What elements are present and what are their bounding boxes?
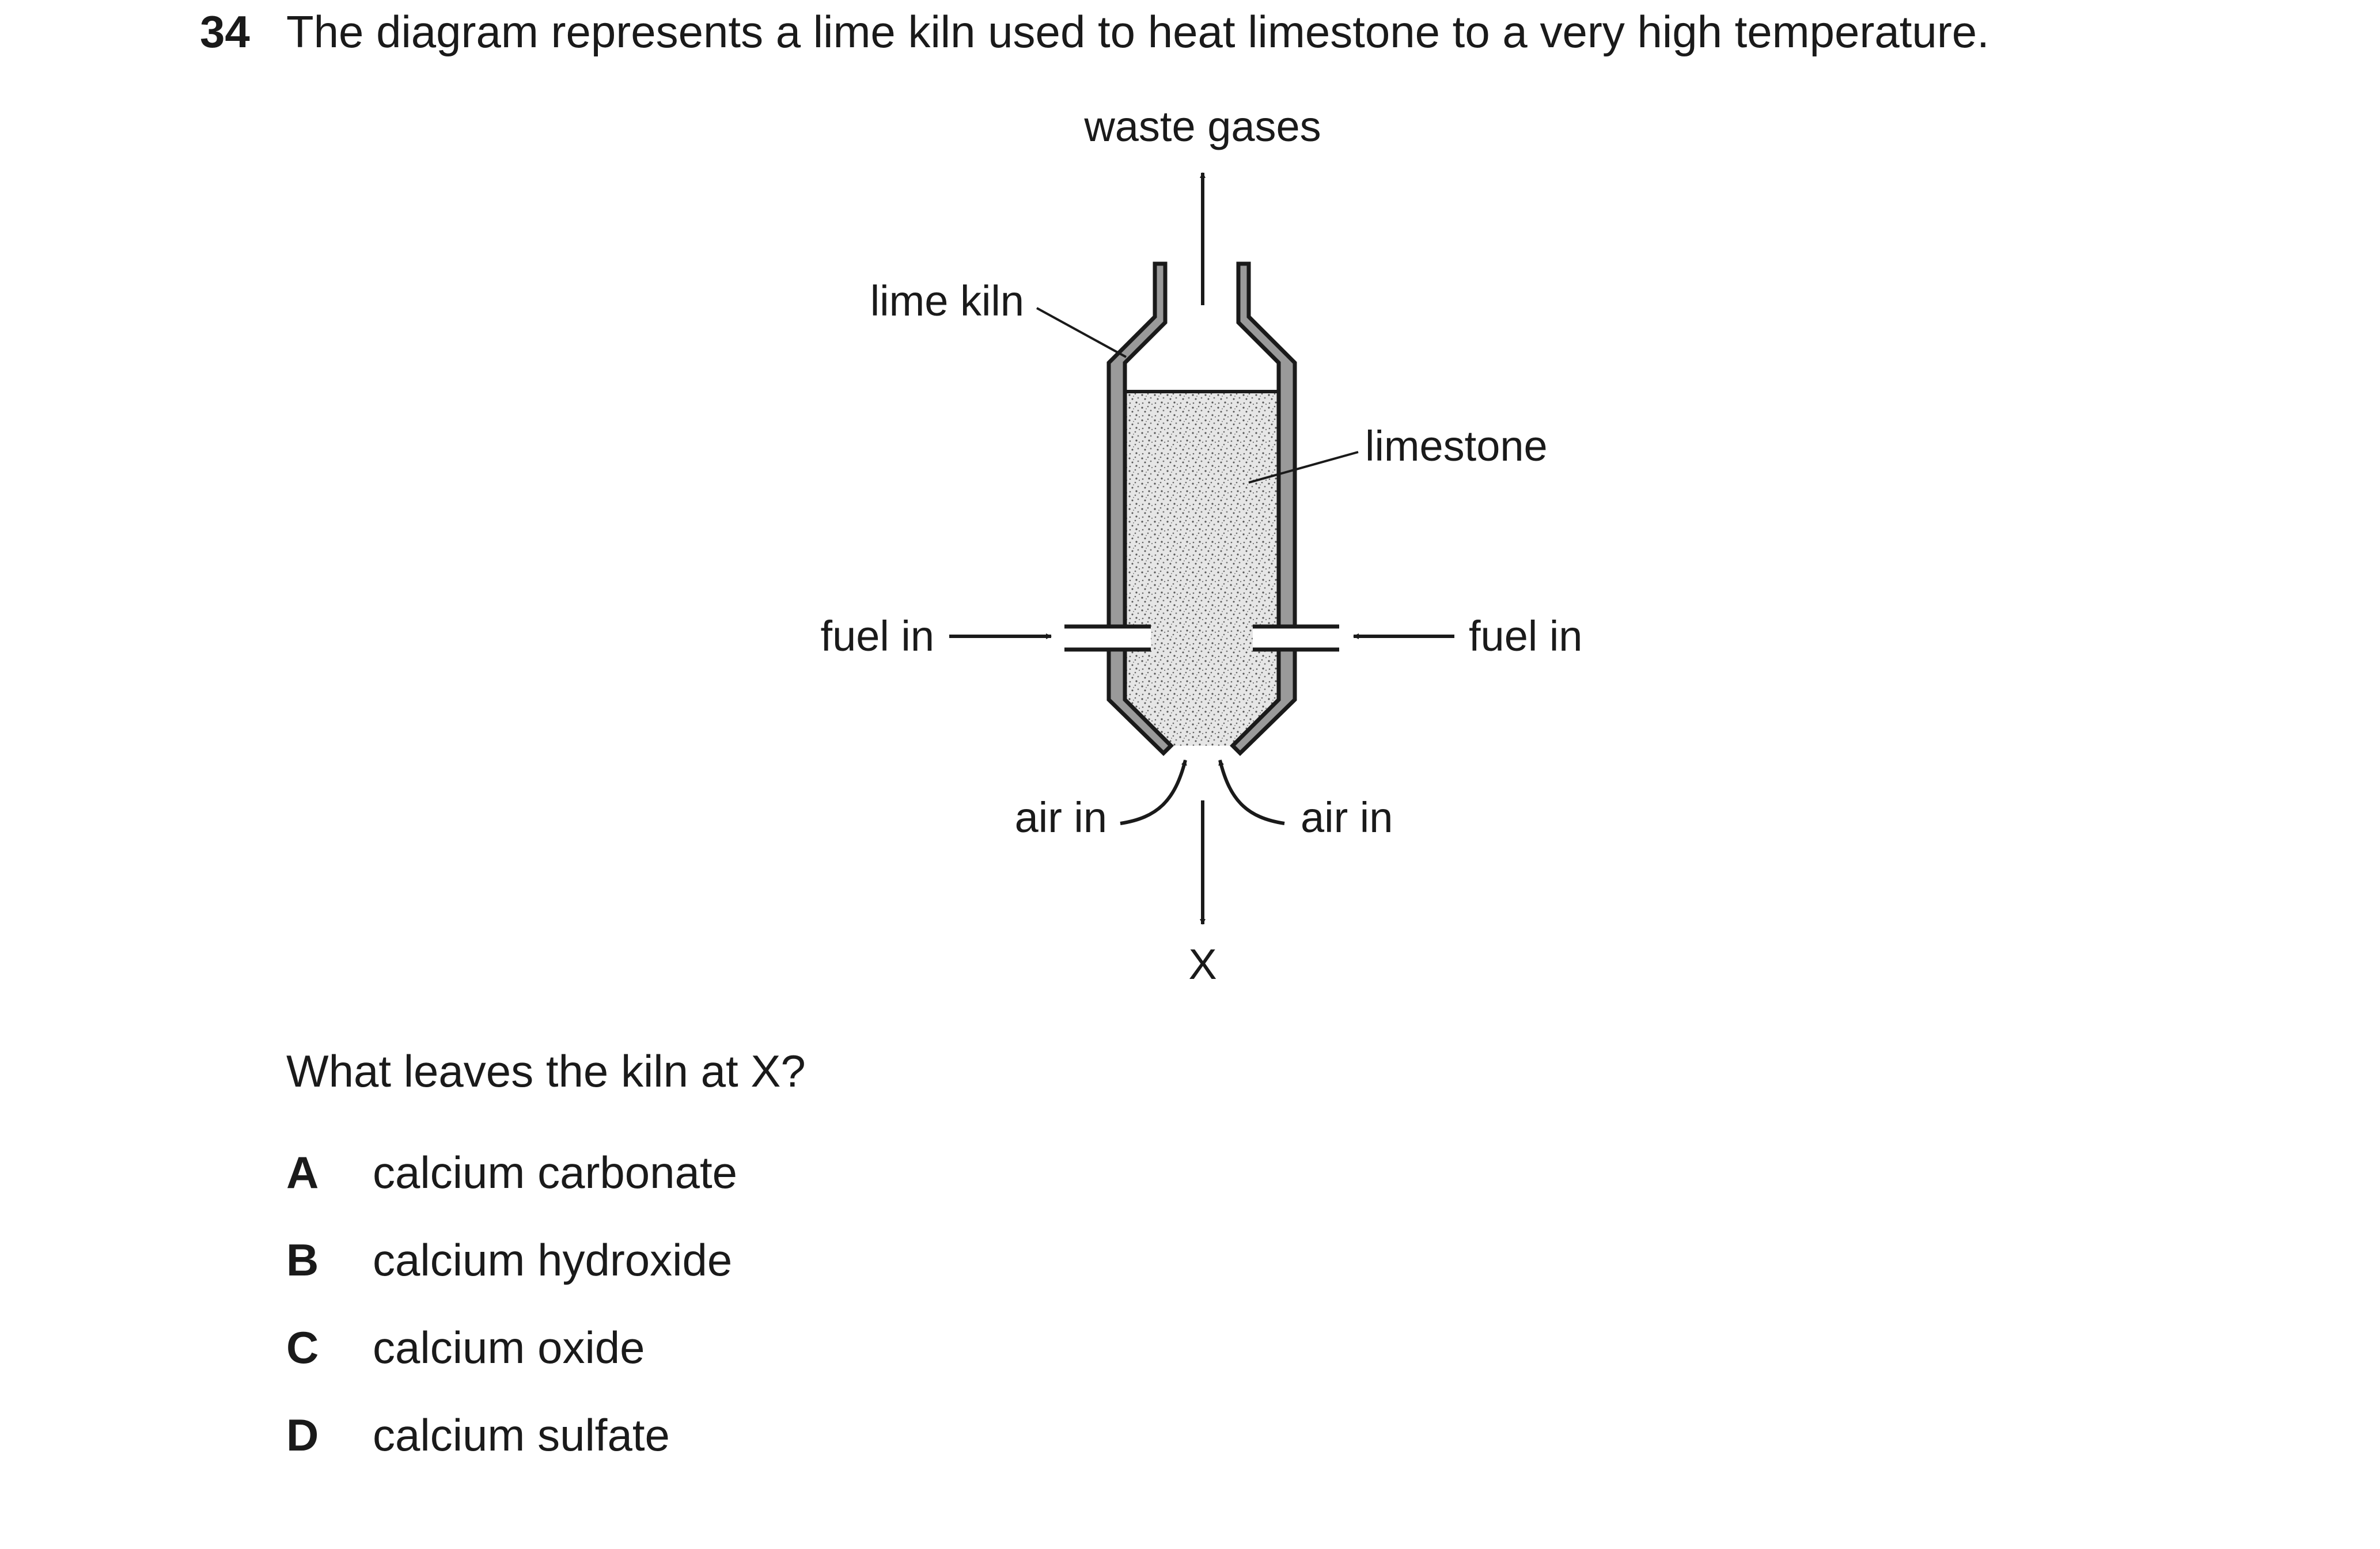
answer-options: A calcium carbonate B calcium hydroxide … [286, 1129, 737, 1479]
label-limestone: limestone [1365, 422, 1548, 470]
option-letter: B [286, 1234, 319, 1285]
fuel-pipe-right [1253, 627, 1339, 650]
lime-kiln-leader [1036, 307, 1127, 358]
fuel-pipe-left [1064, 627, 1151, 650]
question-stem: The diagram represents a lime kiln used … [286, 6, 1989, 57]
limestone-fill [1125, 392, 1279, 746]
question-prompt: What leaves the kiln at X? [286, 1046, 806, 1096]
label-air-in-right: air in [1301, 794, 1393, 841]
label-air-in-left: air in [1015, 794, 1107, 841]
option-text: calcium carbonate [373, 1146, 737, 1198]
option-text: calcium sulfate [373, 1409, 670, 1460]
option-text: calcium hydroxide [373, 1234, 733, 1285]
label-fuel-in-left: fuel in [821, 612, 934, 660]
option-c[interactable]: C calcium oxide [286, 1304, 737, 1391]
option-text: calcium oxide [373, 1322, 645, 1373]
option-a[interactable]: A calcium carbonate [286, 1129, 737, 1216]
label-lime-kiln: lime kiln [870, 277, 1024, 325]
label-x: X [1188, 940, 1216, 988]
question-number: 34 [200, 6, 250, 57]
label-waste-gases: waste gases [1083, 102, 1321, 150]
limestone-leader [1248, 451, 1359, 484]
question-header: 34 The diagram represents a lime kiln us… [200, 0, 1989, 63]
air-in-arrow-left [1120, 760, 1187, 825]
air-in-arrow-right [1218, 760, 1285, 825]
option-d[interactable]: D calcium sulfate [286, 1391, 737, 1479]
option-letter: A [286, 1146, 319, 1198]
label-fuel-in-right: fuel in [1469, 612, 1582, 660]
option-b[interactable]: B calcium hydroxide [286, 1216, 737, 1304]
option-letter: C [286, 1322, 319, 1373]
lime-kiln-diagram: waste gases lime kiln limestone fuel in … [821, 102, 1583, 988]
option-letter: D [286, 1409, 319, 1460]
